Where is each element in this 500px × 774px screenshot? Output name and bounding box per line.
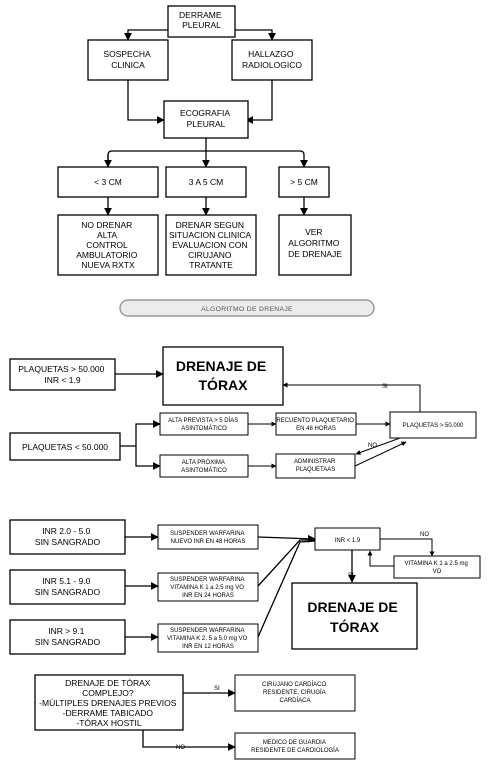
- section-title-pill: [119, 299, 375, 317]
- drenar-segun-box: [165, 214, 257, 276]
- drenaje-torax-box-2: [291, 582, 418, 650]
- sospecha-clinica-text: SOSPECHA CLINICA: [103, 49, 152, 70]
- warfarina3-text: SUSPENDER WARFARINA VITAMINA K 2. 5 a 5.…: [167, 628, 249, 650]
- plaquetas-low-text: PLAQUETAS < 50.000: [22, 442, 108, 452]
- medico-text: MEDICO DE GUARDIA RESIDENTE DE CARDIOLOG…: [251, 740, 339, 754]
- lt-3cm-box: [57, 166, 159, 198]
- medico-box: [234, 732, 356, 760]
- lt-3cm-text: < 3 CM: [94, 177, 122, 187]
- drenaje-torax-box-1: [162, 346, 284, 406]
- hallazgo-radiologico-text: HALLAZGO RADIOLOGICO: [242, 49, 302, 70]
- cirujano-text: CIRUJANO CARDÍACO RESIDENTE, CIRUGÍA CAR…: [262, 681, 328, 704]
- inr-check-text: INR < 1.9: [335, 538, 361, 544]
- inr1-text: INR 2.0 - 5.0 SIN SANGRADO: [35, 526, 101, 547]
- inr1-box: [9, 519, 126, 555]
- plaquetas-high-box: [9, 358, 116, 391]
- alta-prevista-box: [159, 412, 249, 436]
- alta-prevista-text: ALTA PREVISTA > 5 DÍAS ASINTOMÁTICO: [168, 417, 240, 432]
- derrame-pleural-box: [167, 5, 236, 38]
- gt-5cm-text: > 5 CM: [290, 177, 318, 187]
- drenar-segun-text: DRENAR SEGUN SITUACION CLINICA EVALUACIO…: [169, 220, 253, 270]
- complex-no-label: NO: [176, 745, 185, 751]
- cirujano-box: [234, 674, 356, 712]
- inr-no-label: NO: [420, 532, 429, 538]
- ver-algoritmo-box: [278, 214, 352, 276]
- plaquetas-low-box: [9, 432, 121, 461]
- inr2-text: INR 5.1 - 9.0 SIN SANGRADO: [35, 576, 101, 597]
- complex-si-label: SI: [214, 686, 220, 692]
- inr2-box: [9, 569, 126, 605]
- ecografia-pleural-text: ECOGRAFIA PLEURAL: [180, 108, 232, 129]
- inr3-box: [9, 619, 126, 655]
- plaquetas-check-text: PLAQUETAS > 50.000: [403, 423, 464, 429]
- top-flow: DERRAME PLEURAL SOSPECHA CLINICA HALLAZG…: [57, 5, 352, 276]
- inr-section: INR 2.0 - 5.0 SIN SANGRADO INR 5.1 - 9.0…: [9, 519, 481, 655]
- ver-algoritmo-text: VER ALGORITMO DE DRENAJE: [288, 227, 342, 259]
- alta-proxima-box: [159, 454, 249, 478]
- platelet-si-label: SI: [382, 384, 388, 390]
- ecografia-pleural-box: [163, 100, 249, 139]
- gt-5cm-box: [278, 166, 330, 198]
- vitamina-k-text: VITAMINA K 1 a 2.5 mg VO: [405, 561, 470, 575]
- administrar-text: ADMINISTRAR PLAQUETAAS: [294, 459, 337, 473]
- administrar-box: [275, 453, 356, 479]
- platelet-no-label: NO: [368, 443, 377, 449]
- recuento-box: [275, 412, 357, 436]
- sospecha-clinica-box: [87, 39, 169, 81]
- inr-si-label: SI: [348, 573, 354, 579]
- complex-section: DRENAJE DE TÓRAX COMPLEJO? -MÚLTIPLES DR…: [34, 674, 356, 760]
- recuento-text: RECUENTO PLAQUETARIO EN 48 HORAS: [276, 418, 355, 432]
- vitamina-k-box: [393, 555, 481, 579]
- warfarina2-box: [157, 572, 259, 602]
- 3-a-5cm-box: [165, 166, 247, 198]
- warfarina3-box: [157, 623, 259, 653]
- complex-question-text: DRENAJE DE TÓRAX COMPLEJO? -MÚLTIPLES DR…: [39, 678, 179, 728]
- drenaje-torax-text-2: DRENAJE DE TÓRAX: [307, 599, 401, 635]
- section-title: ALGORITMO DE DRENAJE: [201, 306, 293, 313]
- warfarina2-text: SUSPENDER WARFARINA VITAMINA K 1 a 2.5 m…: [170, 577, 246, 599]
- plaquetas-high-text: PLAQUETAS > 50.000 INR < 1.9: [18, 364, 106, 385]
- 3-a-5cm-text: 3 A 5 CM: [189, 177, 224, 187]
- derrame-pleural-text: DERRAME PLEURAL: [179, 10, 224, 30]
- complex-question-box: [34, 674, 184, 731]
- inr3-text: INR > 9.1 SIN SANGRADO: [35, 626, 101, 647]
- hallazgo-radiologico-box: [231, 39, 313, 81]
- platelet-section: PLAQUETAS > 50.000 INR < 1.9 DRENAJE DE …: [9, 346, 477, 479]
- warfarina1-box: [157, 524, 259, 550]
- alta-proxima-text: ALTA PRÓXIMA ASINTOMÁTICO: [181, 459, 227, 474]
- inr-check-box: [314, 527, 381, 551]
- drenaje-torax-text-1: DRENAJE DE TÓRAX: [176, 358, 270, 393]
- warfarina1-text: SUSPENDER WARFARINA NUEVO INR EN 48 HORA…: [170, 531, 246, 545]
- no-drenar-box: [57, 214, 159, 276]
- plaquetas-check-box: [389, 411, 477, 439]
- no-drenar-text: NO DRENAR ALTA CONTROL AMBULATORIO NUEVA…: [76, 220, 139, 270]
